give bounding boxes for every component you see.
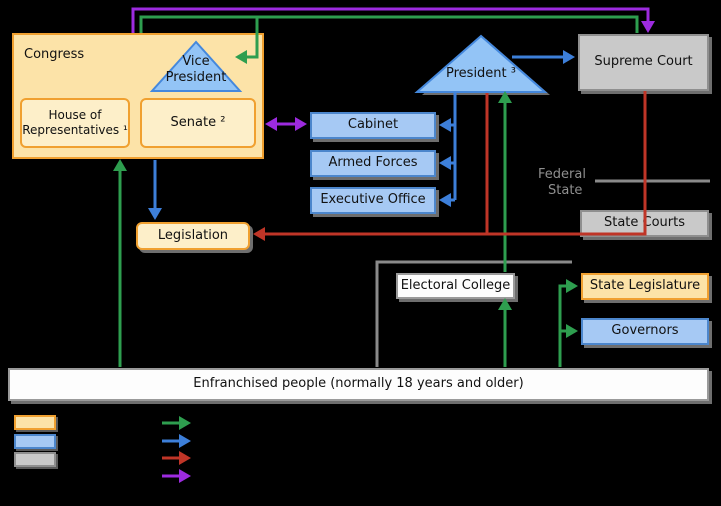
- legend-judicial-swatch: [14, 452, 56, 467]
- legend-arrowheads: [179, 416, 191, 483]
- house-of-representatives-box: House of Representatives ¹: [20, 98, 130, 148]
- legend-arrows: [162, 421, 181, 478]
- legislation-label: Legislation: [157, 227, 229, 243]
- supreme-court-box: Supreme Court: [578, 34, 709, 91]
- president-label: President ³: [446, 66, 516, 81]
- electoral-college-box: Electoral College: [396, 273, 515, 299]
- governors-box: Governors: [581, 318, 709, 345]
- legislation-box: Legislation: [136, 222, 250, 250]
- vice-president-label: Vice President: [165, 54, 227, 86]
- arrow-congress-to-supreme-court: [131, 7, 650, 33]
- senate-box: Senate ²: [140, 98, 256, 148]
- senate-label: Senate ²: [170, 114, 226, 130]
- governors-label: Governors: [611, 323, 679, 339]
- legend-executive-swatch: [14, 434, 56, 449]
- arrow-people-to-state-legislature: [558, 284, 568, 367]
- armed-forces-label: Armed Forces: [328, 155, 418, 171]
- executive-office-box: Executive Office: [310, 187, 436, 214]
- state-level-label: State: [548, 183, 583, 198]
- congress-label: Congress: [24, 47, 85, 62]
- federal-level-label: Federal: [538, 167, 586, 182]
- state-legislature-box: State Legislature: [581, 273, 709, 300]
- house-of-representatives-label: House of Representatives ¹: [22, 108, 128, 137]
- state-courts-label: State Courts: [603, 215, 686, 231]
- armed-forces-box: Armed Forces: [310, 150, 436, 177]
- state-courts-box: State Courts: [580, 210, 709, 237]
- enfranchised-people-label: Enfranchised people (normally 18 years a…: [193, 376, 524, 392]
- enfranchised-people-bar: Enfranchised people (normally 18 years a…: [8, 368, 709, 401]
- legend-legislative-swatch: [14, 415, 56, 430]
- cabinet-box: Cabinet: [310, 112, 436, 139]
- supreme-court-label: Supreme Court: [594, 54, 693, 70]
- cabinet-label: Cabinet: [347, 117, 399, 133]
- green-top-line: [139, 15, 639, 33]
- president-triangle-shape: [414, 34, 548, 93]
- electoral-college-label: Electoral College: [400, 277, 511, 293]
- red-arrowheads: [253, 227, 265, 241]
- state-legislature-label: State Legislature: [589, 278, 701, 294]
- executive-office-label: Executive Office: [320, 192, 426, 208]
